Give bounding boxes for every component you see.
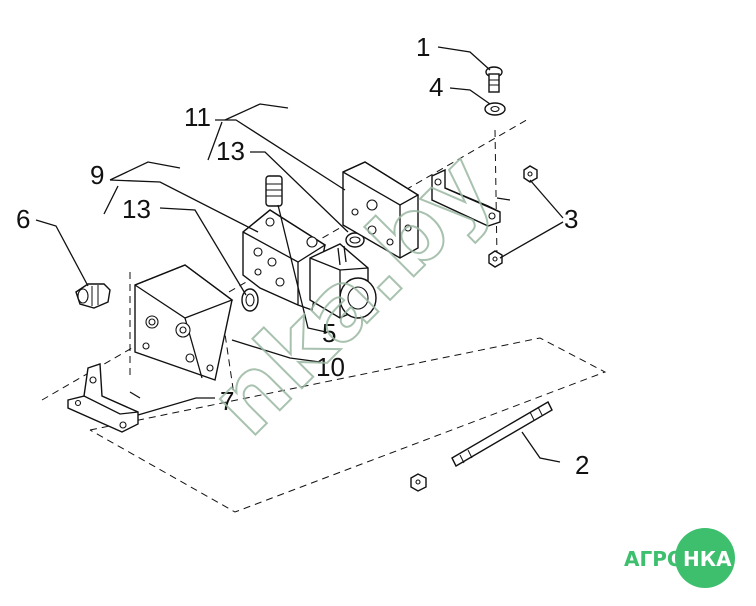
valve-block-left: [134, 264, 234, 381]
solenoid-coil: [309, 243, 377, 319]
end-plate-block: [342, 161, 420, 259]
mounting-bracket-left: [67, 363, 141, 433]
callout-labels: 1 4 3 2 6 7 10 5 13 9 11 13: [16, 32, 589, 480]
callout-13-left: 13: [122, 194, 151, 224]
o-ring-upper: [345, 232, 365, 248]
callout-2: 2: [575, 450, 589, 480]
fitting: [75, 283, 111, 309]
nut-upper: [523, 165, 538, 183]
callout-6: 6: [16, 204, 30, 234]
washer: [484, 102, 506, 116]
callout-10: 10: [316, 352, 345, 382]
callout-3: 3: [564, 204, 578, 234]
callout-13-upper: 13: [216, 136, 245, 166]
callout-9: 9: [90, 160, 104, 190]
logo-text-left: АГРО: [624, 547, 684, 571]
mounting-bracket-right: [431, 168, 511, 227]
callout-5: 5: [322, 318, 336, 348]
rod-nut: [410, 473, 427, 492]
brand-logo: АГРО НКА: [624, 528, 735, 588]
nut-lower: [488, 250, 503, 268]
threaded-rod: [451, 401, 553, 467]
callout-11: 11: [184, 102, 211, 132]
valve-cartridge: [265, 175, 283, 207]
callout-4: 4: [429, 72, 443, 102]
leader-lines: [35, 46, 564, 463]
logo-text-right: НКА: [683, 547, 732, 571]
callout-7: 7: [220, 386, 234, 416]
valve-body-center: [242, 209, 327, 311]
bolt: [485, 66, 503, 93]
callout-1: 1: [416, 32, 430, 62]
logo-circle: [675, 528, 735, 588]
